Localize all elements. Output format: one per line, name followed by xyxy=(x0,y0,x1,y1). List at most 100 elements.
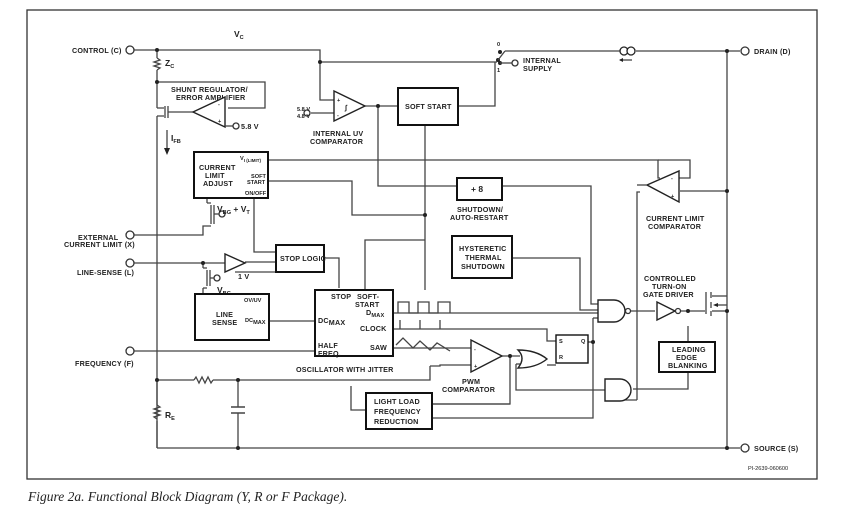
latch-s-label: S xyxy=(559,339,563,345)
cla-label-2: LIMIT xyxy=(205,171,225,180)
internal-supply-label-1: INTERNAL xyxy=(523,56,561,65)
uv-plus: + xyxy=(337,98,341,104)
soft-start-block xyxy=(397,87,459,126)
cl-comp-label-2: COMPARATOR xyxy=(648,222,702,231)
figure-caption: Figure 2a. Functional Block Diagram (Y, … xyxy=(28,489,348,504)
line-sense-label-1: LINE xyxy=(216,310,233,319)
line-sense-buffer xyxy=(224,252,247,274)
cl-comp-label-1: CURRENT LIMIT xyxy=(646,214,705,223)
gate-label-2: TURN-ON xyxy=(652,282,687,291)
osc-half-label-2: FREQ. xyxy=(318,349,341,358)
shunt-label-1: SHUNT REGULATOR/ xyxy=(171,85,248,94)
cla-label-1: CURRENT xyxy=(199,163,236,172)
pin-control-label: CONTROL (C) xyxy=(72,46,122,55)
uv-58v-label: 5.8 V xyxy=(297,107,310,113)
osc-title: OSCILLATOR WITH JITTER xyxy=(296,365,394,374)
part-id: PI-2639-060600 xyxy=(748,466,788,472)
current-limit-comparator xyxy=(645,169,680,204)
pin-control: CONTROL (C) xyxy=(72,45,135,55)
vc-label: VC xyxy=(234,29,244,41)
lightload-label-3: REDUCTION xyxy=(374,417,419,426)
error-amplifier xyxy=(191,95,226,129)
stop-logic-label: STOP LOGIC xyxy=(280,254,326,263)
leb-label-1: LEADING xyxy=(672,345,706,354)
shunt-mosfet xyxy=(157,106,169,118)
uv-48v-label: 4.8 V xyxy=(297,114,310,120)
gate-label-3: GATE DRIVER xyxy=(643,290,694,299)
hysteresis-icon: ∫ xyxy=(344,103,348,112)
line-sense-mosfet xyxy=(203,267,221,289)
ea-plus: + xyxy=(218,119,222,125)
clc-plus: + xyxy=(671,194,675,200)
zc-resistor xyxy=(151,57,163,71)
lightload-label-1: LIGHT LOAD xyxy=(374,397,420,406)
oscillator-block xyxy=(314,289,394,357)
junctions xyxy=(155,48,729,450)
osc-soft-label-1: SOFT- xyxy=(357,292,380,301)
uv-minus: - xyxy=(337,113,339,119)
uv-comp-label-1: INTERNAL UV xyxy=(313,129,363,138)
series-resistor xyxy=(193,375,214,385)
uv-comp-label-2: COMPARATOR xyxy=(310,137,364,146)
pwm-minus: - xyxy=(474,347,476,353)
leb-label-2: EDGE xyxy=(676,353,697,362)
line-sense-block xyxy=(194,293,270,341)
pin-line-sense-label: LINE-SENSE (L) xyxy=(77,268,135,277)
cla-label-3: ADJUST xyxy=(203,179,233,188)
osc-dmax-label: DMAX xyxy=(366,308,384,319)
thermal-label-3: SHUTDOWN xyxy=(461,262,505,271)
current-source-icon xyxy=(619,46,636,62)
ref-58v-label: 5.8 V xyxy=(241,122,259,131)
leading-edge-blanking-block xyxy=(658,341,716,373)
zc-label: ZC xyxy=(165,58,174,70)
cla-soft-label-2: START xyxy=(247,180,266,186)
ifb-label: IFB xyxy=(171,133,181,145)
internal-supply-label-2: SUPPLY xyxy=(523,64,552,73)
shunt-label-2: ERROR AMPLIFIER xyxy=(176,93,246,102)
saw-waveform xyxy=(395,337,451,352)
latch-r-label: R xyxy=(559,355,563,361)
pin-drain-label: DRAIN (D) xyxy=(754,47,791,56)
sr-latch xyxy=(555,334,589,364)
stop-logic-block xyxy=(275,244,325,273)
and-gate xyxy=(604,378,632,402)
osc-clock-label: CLOCK xyxy=(360,324,387,333)
thermal-label-2: THERMAL xyxy=(465,253,502,262)
osc-dcmax-label: DCMAX xyxy=(318,316,345,327)
one-v-label: 1 V xyxy=(238,272,249,281)
cla-soft-label-1: SOFT xyxy=(251,174,266,180)
line-sense-label-2: SENSE xyxy=(212,318,237,327)
osc-soft-label-2: START xyxy=(355,300,380,309)
divide-label: + 8 xyxy=(471,184,483,194)
pin-frequency-label: FREQUENCY (F) xyxy=(75,359,134,368)
pwm-comparator xyxy=(470,338,504,374)
ls-ovuv-label: OV/UV xyxy=(244,298,262,304)
cla-vlimit-label: VI (LIMIT) xyxy=(240,156,261,163)
leb-label-3: BLANKING xyxy=(668,361,708,370)
pin-x-label-2: CURRENT LIMIT (X) xyxy=(64,240,135,249)
ea-minus: - xyxy=(218,102,220,108)
soft-start-label: SOFT START xyxy=(405,102,452,111)
divide-by-8-block xyxy=(456,177,503,201)
thermal-label-1: HYSTERETIC xyxy=(459,244,507,253)
gate-driver xyxy=(656,300,677,322)
power-mosfet xyxy=(705,292,718,316)
ifb-arrow xyxy=(164,130,170,155)
pin-external-current-limit: EXTERNAL CURRENT LIMIT (X) xyxy=(64,230,135,249)
dmax-waveform xyxy=(397,301,451,314)
switch-0-label: 0 xyxy=(497,42,500,48)
re-resistor xyxy=(151,404,163,420)
shutdown-label-2: AUTO-RESTART xyxy=(450,213,509,222)
ext-limit-mosfet xyxy=(207,202,226,227)
pin-line-sense: LINE-SENSE (L) xyxy=(77,258,135,277)
lightload-label-2: FREQUENCY xyxy=(374,407,421,416)
latch-q-label: Q xyxy=(581,339,586,345)
pwm-label-2: COMPARATOR xyxy=(442,385,496,394)
shutdown-label-1: SHUTDOWN/ xyxy=(457,205,503,214)
pin-x-label-1: EXTERNAL xyxy=(78,233,119,242)
internal-uv-comparator xyxy=(333,89,367,123)
current-limit-adjust-block xyxy=(193,151,269,199)
pin-source: SOURCE (S) xyxy=(740,443,799,453)
vbg-vt-label: VBG + VT xyxy=(217,204,250,216)
